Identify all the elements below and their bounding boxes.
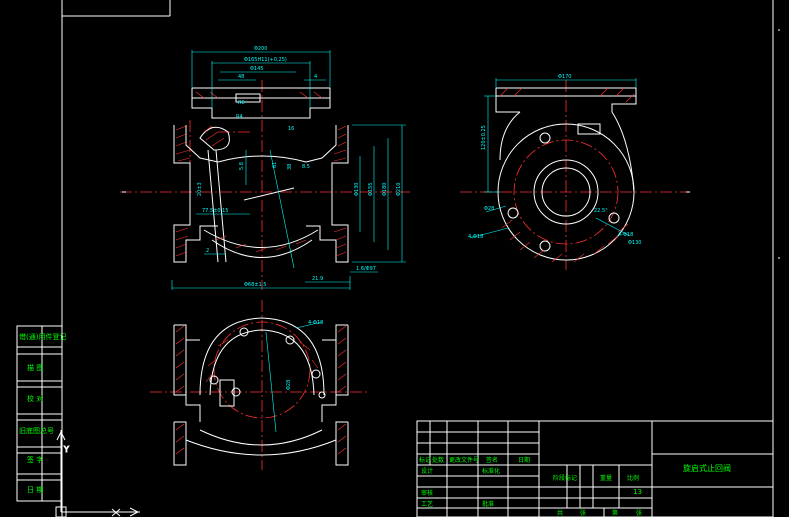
dim-bottom-holes: 4-Φ18 [308, 320, 323, 326]
dim-front-inner: 77.5±0.15 [202, 208, 228, 214]
dim-front-step: 48 [238, 74, 244, 80]
drawing-title: 旋启式止回阀 [683, 463, 731, 473]
dim-front-rise: 2 [206, 248, 209, 254]
dim-front-mid: 61 [272, 162, 278, 168]
title-block-col-1: 批准 [482, 500, 494, 508]
side-label-5: 日 期 [27, 486, 43, 494]
title-block-sheet-1: 张 [580, 509, 586, 517]
svg-text:Y: Y [63, 445, 69, 454]
dim-front-offset: 4 [314, 74, 317, 80]
front-view: Φ200 Φ165H11(+0.25) Φ145 48 4 Φ68±1.5 77… [120, 46, 410, 290]
title-block-sheet-3: 张 [636, 509, 642, 517]
title-block-header-4: 日期 [518, 456, 530, 464]
dim-front-bottom: Φ68±1.5 [244, 282, 266, 288]
side-view: Φ170 120±0.25 4-Φ18 Φ28 22.5° 4-Φ18 Φ130 [460, 74, 690, 270]
dim-side-circle: Φ130 [628, 240, 641, 246]
title-block-row-1: 审核 [421, 489, 433, 497]
title-block-header-1: 处数 [432, 456, 444, 464]
dim-side-holes: 4-Φ18 [468, 234, 483, 240]
dim-front-r2: R4 [236, 114, 243, 120]
dim-side-bolt: 4-Φ18 [618, 232, 633, 238]
title-block-header-0: 标记 [419, 456, 431, 464]
title-block-header-3: 签名 [486, 456, 498, 464]
title-block-header-2: 更改文件号 [449, 456, 479, 464]
dim-front-right-1: Φ130 [354, 183, 360, 196]
dim-front-seat: 8.5 [302, 164, 310, 170]
dim-side-angle: 22.5° [594, 208, 608, 214]
title-block-sheet-2: 第 [612, 509, 618, 517]
side-label-1: 描 图 [27, 363, 43, 372]
dim-front-r3: 20±3 [197, 182, 203, 196]
dim-front-depth: 38 [287, 164, 293, 170]
dim-front-top-sub: Φ145 [250, 66, 263, 72]
title-block-row-2: 工艺 [421, 500, 433, 508]
dim-side-left: Φ28 [484, 206, 494, 212]
title-block [416, 420, 774, 517]
bottom-view: 4-Φ18 Φ28 [150, 300, 370, 470]
dim-side-width: Φ170 [558, 74, 571, 80]
side-strip-table [16, 325, 63, 502]
title-block-sheet-0: 共 [557, 509, 563, 517]
title-block-row-0: 设计 [421, 467, 433, 475]
dim-front-right-2: Φ155 [368, 183, 374, 196]
side-label-3: 旧底图总号 [19, 426, 54, 435]
title-block-stage-1: 重量 [600, 474, 612, 482]
dim-front-angle: 5.8 [239, 162, 245, 170]
dim-front-bottom-r: 21.9 [312, 276, 323, 282]
title-block-stage-2: 比例 [627, 474, 639, 482]
title-block-stage-0: 阶段标记 [553, 474, 577, 482]
ucs-axis-icon: Y [55, 430, 140, 517]
dim-front-bore: Φ165H11(+0.25) [244, 57, 287, 63]
side-label-0: 借(通)用件登记 [19, 332, 66, 341]
dim-side-height: 120±0.25 [481, 125, 487, 150]
side-label-4: 签 字 [27, 455, 43, 464]
centre-marks [122, 29, 780, 259]
title-block-col-0: 标准化 [482, 467, 500, 475]
scale-value: 13 [633, 488, 642, 496]
dim-front-r4: 16 [288, 126, 294, 132]
dim-front-right-small: 1.6/Φ97 [356, 266, 376, 272]
dim-front-right-3: Φ180 [382, 183, 388, 196]
dim-bottom-left: Φ28 [286, 380, 292, 390]
dim-front-right-4: Φ210 [396, 183, 402, 196]
side-label-2: 校 对 [27, 394, 43, 403]
dim-front-top-width: Φ200 [254, 46, 267, 52]
dim-front-r1: R6 [238, 100, 245, 106]
